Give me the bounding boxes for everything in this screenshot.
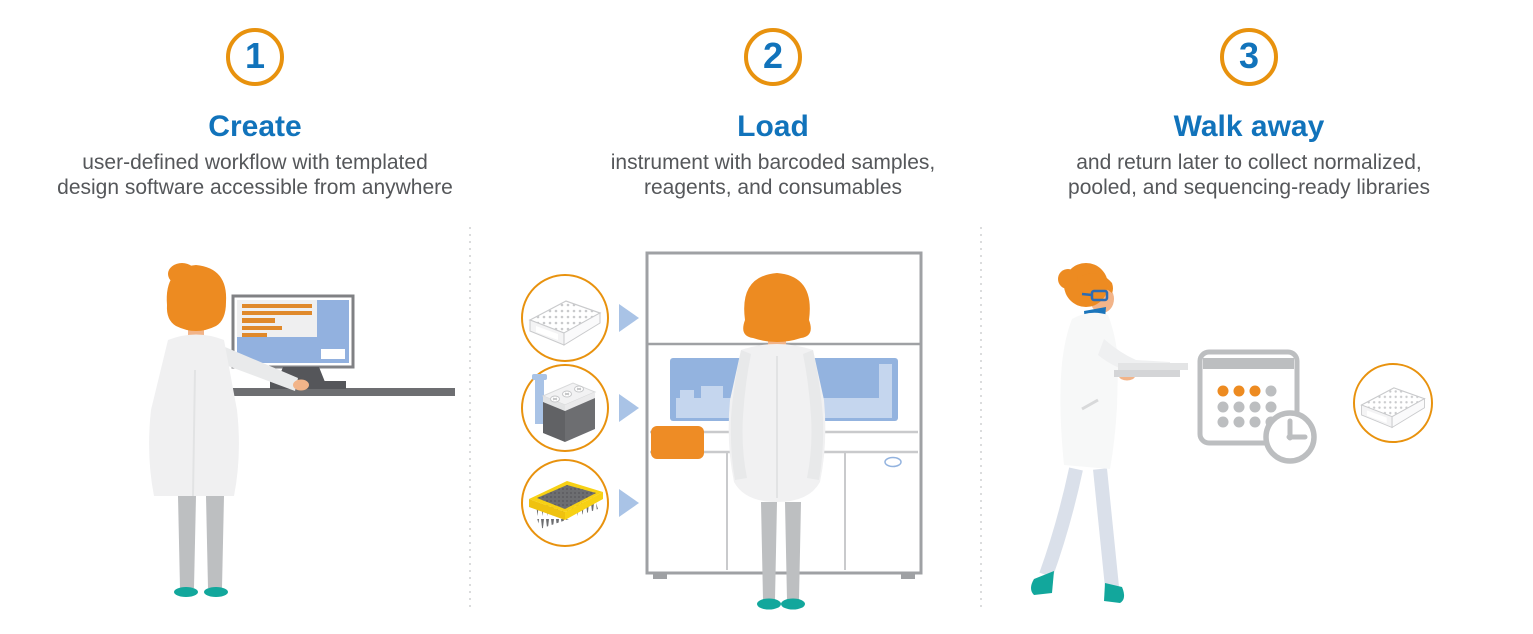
arrow-right-icon-3 [619,489,639,517]
screen-text-bars [242,304,312,337]
scientist-1 [149,263,309,597]
hair [743,273,811,342]
step-1-desc-line-1: user-defined workflow with templated [82,151,428,174]
step-1-number-badge: 1 [226,28,284,86]
dotted-divider-2 [980,227,982,608]
calendar-clock-icon [1197,349,1317,464]
touchscreen [651,426,704,459]
step-3-header: 3 Walk away and return later to collect … [1026,28,1472,200]
shoe-back [1104,583,1125,603]
arrow-right-icon-2 [619,394,639,422]
step-3-desc-line-1: and return later to collect normalized, [1076,151,1422,174]
shoe-right [781,598,805,610]
well-plate-icon [1353,363,1433,443]
step-3-number: 3 [1238,35,1260,76]
step-3-title: Walk away [1173,110,1325,143]
leg-back [1093,468,1119,588]
step-2-desc-line-2: reagents, and consumables [644,176,902,199]
step-2-number-badge: 2 [744,28,802,86]
step-1-header: 1 Create user-defined workflow with temp… [40,28,470,200]
well-plate-icon [521,274,609,362]
step-1-title: Create [208,110,302,143]
step-2-description: instrument with barcoded samples, reagen… [556,150,990,200]
hair-bun [1058,269,1078,289]
instrument-logo [884,456,902,468]
monitor-icon [231,294,355,389]
hair [166,265,227,331]
coat-pocket [1081,398,1099,411]
tray-top [1118,363,1188,370]
leg-right [206,496,224,588]
step-1-description: user-defined workflow with templated des… [40,150,470,200]
arrow-right-icon-1 [619,304,639,332]
hair-front [1080,273,1113,293]
coat-seam [192,369,196,497]
step-2-desc-line-1: instrument with barcoded samples, [610,151,936,174]
step-2-header: 2 Load instrument with barcoded samples,… [556,28,990,200]
shoe-right [204,587,228,597]
glasses-temple [1081,292,1093,297]
leg-right [785,502,801,600]
hand [293,379,309,391]
step-1-desc-line-2: design software accessible from anywhere [57,176,453,199]
glasses-icon [1090,289,1109,302]
tray-bottom [1114,370,1180,377]
dotted-divider-1 [469,227,471,608]
calendar-dots [1217,385,1277,428]
lab-coat [1060,312,1118,469]
illustration-create-scientist-at-computer [149,263,455,597]
leg-left [761,502,777,600]
arm [212,344,298,391]
step-3-description: and return later to collect normalized, … [1026,150,1472,200]
cartridge-ports [550,385,584,403]
illustration-load-instrument [521,251,923,610]
step-3-number-badge: 3 [1220,28,1278,86]
desk [223,388,455,396]
shoe-left [757,598,781,610]
step-2-title: Load [737,110,809,143]
clock-icon [1263,410,1317,464]
shoe-front [1031,571,1054,595]
calendar-header [1203,358,1294,369]
leg-front [1039,467,1083,578]
sleeve-left [730,350,751,480]
step-2-number: 2 [762,35,784,76]
step-3-desc-line-2: pooled, and sequencing-ready libraries [1068,176,1430,199]
scientist-2 [728,273,826,610]
shoe-left [174,587,198,597]
leg-left [178,496,196,588]
sleeve-right [803,350,824,480]
step-1-number: 1 [244,35,266,76]
scientist-3 [1031,263,1188,603]
reagent-cartridge-icon [521,364,609,452]
illustration-walk-away [1031,263,1433,603]
tip-comb-icon [521,459,609,547]
